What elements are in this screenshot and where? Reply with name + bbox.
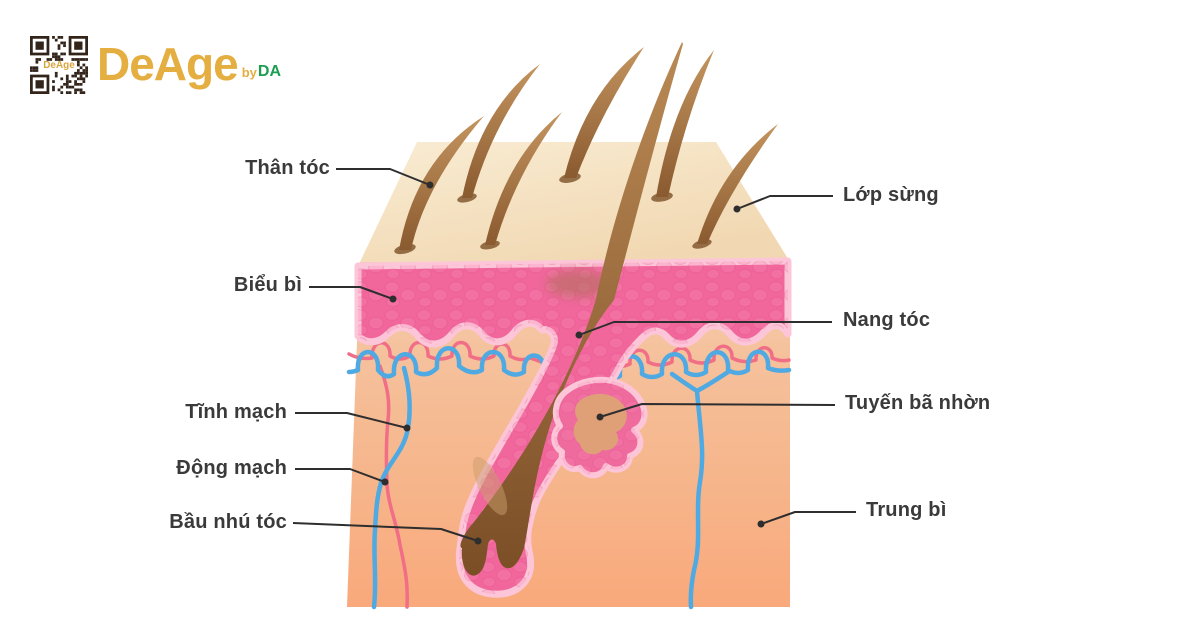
label-dermis: Trung bì [866,499,947,521]
label-epidermis: Biểu bì [233,274,302,296]
skin-top-surface [360,142,790,262]
hair-strand [399,116,484,250]
leader-lop-sung [736,195,833,210]
hair-strand [656,50,714,197]
leader-trung-bi [760,511,856,525]
label-artery: Động mạch [176,457,287,479]
surface-hairs [394,47,778,255]
hair-strand [564,47,644,178]
sebaceous-gland-interior [573,393,627,455]
hair-bulb-highlight [472,456,508,516]
leader-nang-toc [578,321,832,336]
label-stratum-corneum: Lớp sừng [843,184,939,206]
leader-than-toc [336,168,431,186]
leader-dong-mach [295,468,386,483]
label-hair-bulb: Bầu nhú tóc [169,511,287,533]
sebaceous-gland [554,380,644,476]
brand-logo: DeAge by DA [97,38,281,91]
leader-tuyen-ba-nhon [599,403,836,418]
label-hair-shaft: Thân tóc [245,157,330,179]
hair-strand [485,112,562,245]
leader-dots [381,181,765,545]
brand-suffix: DA [257,62,281,80]
leader-lines [292,168,856,542]
hair-entry-shadow [546,270,610,298]
leader-bau-nhu-toc [292,522,479,542]
hair-strand [697,124,778,244]
leader-bieu-bi [309,286,394,300]
label-vein: Tĩnh mạch [185,401,287,423]
brand-by: by [241,64,257,80]
hair-shaft-and-bulb [460,42,683,576]
brand-name: DeAge [97,38,239,91]
hair-strand [462,64,540,198]
leader-tinh-mach [295,412,408,429]
label-hair-follicle: Nang tóc [843,309,931,331]
brand-header: DeAge DeAge by DA [30,36,281,94]
label-sebaceous-gland: Tuyến bã nhờn [845,392,991,414]
qr-code-icon: DeAge [30,36,88,94]
qr-brand-text: DeAge [43,60,75,71]
